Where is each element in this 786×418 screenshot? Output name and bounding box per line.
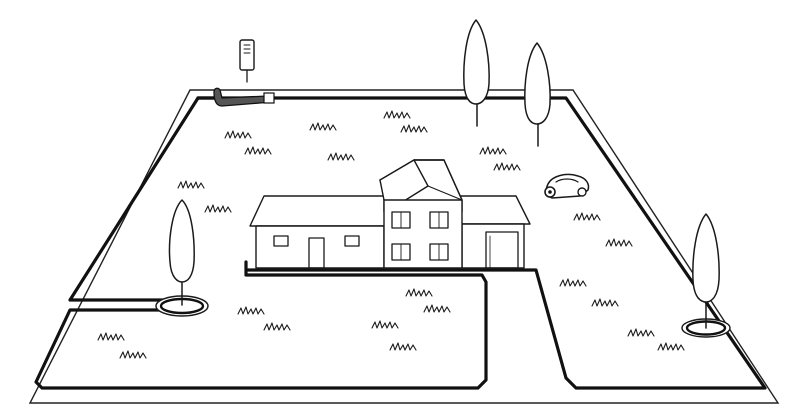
grass-tuft xyxy=(401,125,427,132)
grass-tuft xyxy=(574,213,600,220)
power-supply-icon xyxy=(240,40,254,82)
grass-tuft xyxy=(560,279,586,286)
grass-tuft xyxy=(238,307,264,314)
robotic-mower-icon xyxy=(545,174,589,198)
grass-tuft xyxy=(98,333,124,340)
grass-tuft xyxy=(658,343,684,350)
grass-tuft xyxy=(424,305,450,312)
grass-tuft xyxy=(592,299,618,306)
grass-tuft xyxy=(390,343,416,350)
grass-tuft xyxy=(205,205,231,212)
grass-tuft xyxy=(606,239,632,246)
grass-tuft xyxy=(628,329,654,336)
grass-tuft xyxy=(310,123,336,130)
grass-tuft xyxy=(328,153,354,160)
tree-back-2 xyxy=(525,43,550,146)
grass-tuft xyxy=(245,147,271,154)
grass-tuft xyxy=(120,351,146,358)
tree-back-1 xyxy=(464,20,489,126)
tree-left xyxy=(170,200,195,305)
house xyxy=(250,160,530,268)
tree-right xyxy=(693,214,719,328)
grass-tuft xyxy=(480,147,506,154)
grass-tuft xyxy=(225,131,251,138)
grass-tuft xyxy=(178,181,204,188)
grass-tuft xyxy=(494,163,520,170)
grass-tuft xyxy=(372,321,398,328)
grass-tuft xyxy=(406,289,432,296)
grass-tuft xyxy=(264,323,290,330)
grass-tuft xyxy=(384,111,410,118)
